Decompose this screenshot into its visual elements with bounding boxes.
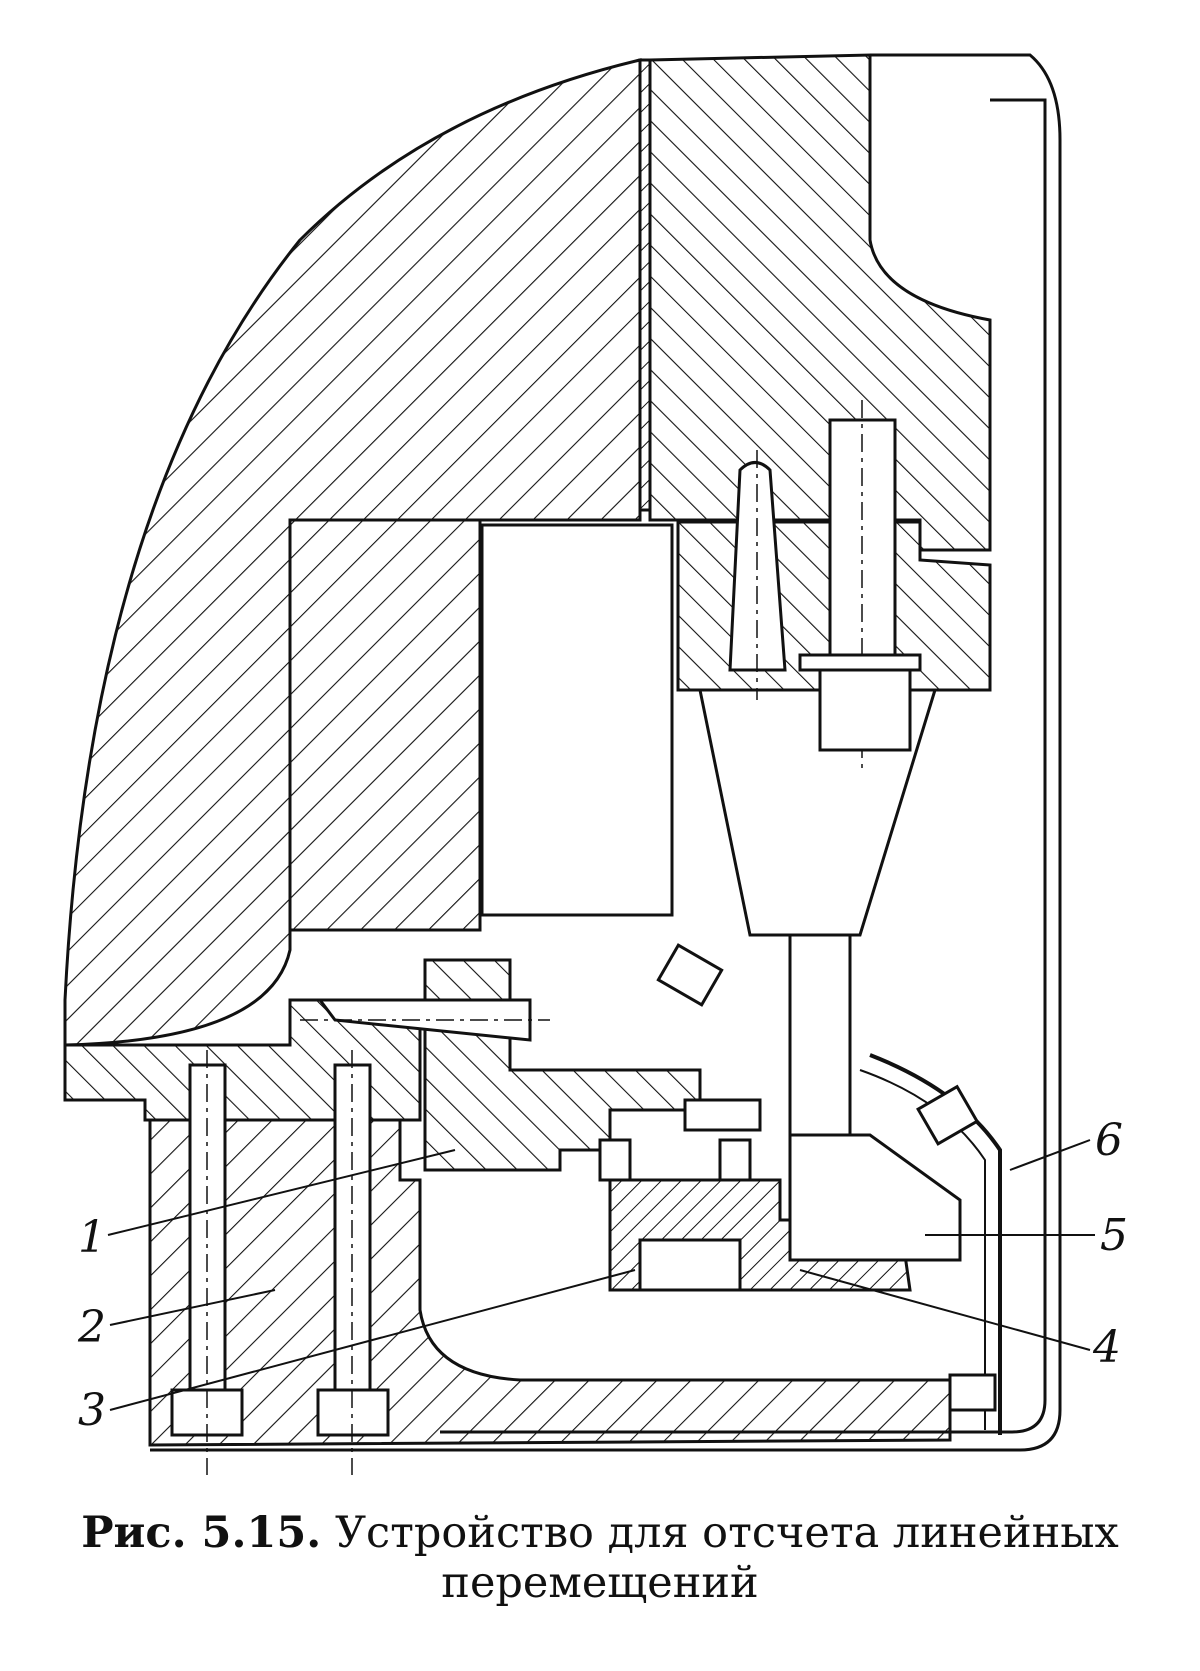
caption-line-2: перемещений: [441, 1558, 759, 1608]
upper-housing-center: [648, 53, 992, 552]
lower-shaft: [788, 933, 852, 1137]
figure-number: Рис. 5.15.: [81, 1508, 322, 1558]
caption-line-1: Рис. 5.15. Устройство для отсчета линейн…: [0, 1508, 1200, 1558]
bolt-right: [316, 1050, 390, 1475]
label-5: 5: [1100, 1210, 1128, 1261]
outer-cover: [150, 53, 1062, 1452]
wedge-pin: [317, 998, 532, 1042]
caption-text-1: Устройство для отсчета линейных: [334, 1508, 1119, 1558]
bracket-1: [423, 958, 702, 1172]
label-2: 2: [77, 1302, 106, 1353]
figure-caption: Рис. 5.15. Устройство для отсчета линейн…: [0, 1508, 1200, 1608]
label-4: 4: [1092, 1322, 1121, 1373]
upper-housing-left: [63, 58, 642, 1047]
label-1: 1: [78, 1212, 106, 1263]
slide-rail: [638, 58, 652, 512]
mechanical-section-drawing: 1 2 3 4 5 6: [63, 53, 1128, 1475]
middle-left-block: [288, 518, 482, 932]
lower-frame: [63, 998, 422, 1122]
housing-5: [788, 1133, 962, 1262]
label-3: 3: [78, 1385, 106, 1436]
bolt-left: [170, 1050, 244, 1475]
cavity: [480, 523, 674, 917]
label-6: 6: [1095, 1115, 1123, 1166]
